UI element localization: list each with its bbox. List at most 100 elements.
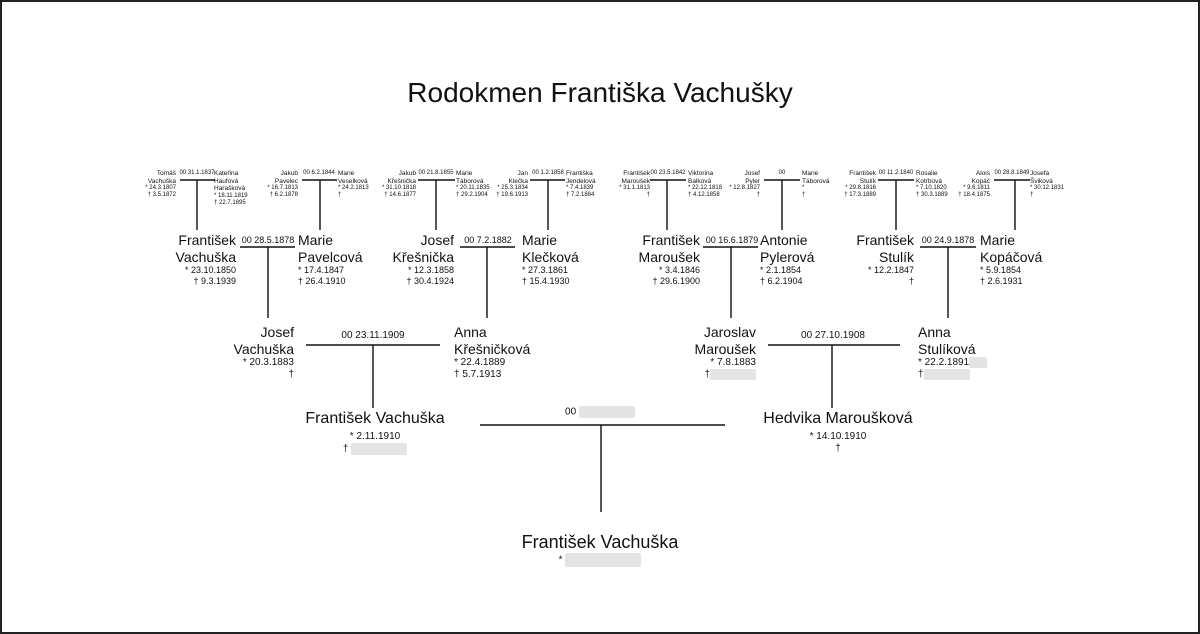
person-gen4-3-father: Jan Klečka * 25.3.1834 † 19.6.1913 [496,170,528,199]
person-gen4-5-father: Josef Pyler * 12.8.1827 † [729,170,760,199]
birth-date: * 27.3.1861 [522,265,569,276]
death-date: † 6.2.1878 [269,192,298,199]
person-name: Klečka [508,177,528,185]
person-name: Křešnička [387,177,416,185]
death-date: † 3.5.1872 [147,192,176,199]
person-name: Marie [522,232,558,248]
person-gen3-0-father: František Vachuška * 23.10.1850 † 9.3.19… [176,232,236,286]
birth-date: * 7.10.1820 [916,185,947,192]
marriage-date: 00 28.8.1849 [994,170,1030,176]
birth-date: * 20.3.1883 [242,357,294,369]
marriage-date: 00 [540,406,660,418]
birth-date: * 14.10.1910 [809,430,867,442]
marriage-date: 00 23.11.1909 [341,330,405,341]
death-date: † 30.4.1924 [406,275,454,286]
death-date: † 4.12.1858 [688,192,720,199]
person-name: František [642,232,700,248]
death-date: † 9.3.1939 [193,275,236,286]
person-name: Kotrbová [916,177,943,185]
person-name: František [849,170,876,177]
person-gen4-1-father: Jakub Pavelec * 16.7.1813 † 6.2.1878 [267,170,298,199]
death-date: † 22.7.1895 [214,200,246,207]
page-title: Rodokmen Františka Vachušky [407,77,793,108]
person-gen3-0-mother: Marie Pavelcová * 17.4.1847 † 26.4.1910 [298,232,363,286]
redacted-value [578,406,635,418]
birth-date: * [480,553,720,568]
birth-date: * 7.4.1839 [566,185,594,192]
birth-date: * 23.10.1850 [184,265,236,276]
person-name: Křešnička [392,248,454,265]
person-name: Šviková [1030,177,1053,185]
person-name: Pyler [745,177,760,185]
person-name: Alois [975,170,990,177]
death-date: † 14.6.1877 [384,192,416,199]
marriage-date: 00 21.8.1855 [418,170,454,176]
death-date: † [908,275,914,286]
person-name: Harašková [214,185,246,193]
person-gen4-3-mother: Františka Jendelová * 7.4.1839 † 7.2.188… [566,170,596,199]
birth-date: * 30.12.1831 [1030,185,1065,192]
death-date: † [695,368,756,381]
person-gen3-2-father: František Maroušek * 3.4.1846 † 29.6.190… [639,232,700,286]
person-gen4-4-father: František Maroušek * 31.1.1813 † [619,170,650,199]
person-name: Veselková [338,177,368,185]
person-name: Kateřina [214,170,239,177]
person-name: Jaroslav [703,324,756,340]
birth-date: * 12.2.1847 [867,265,914,276]
person-gen4-1-mother: Marie Veselková * 24.2.1813 † [338,170,369,199]
death-date: † 2.6.1931 [980,275,1023,286]
marriage-date: 00 23.5.1842 [650,170,686,176]
marriage-date: 00 1.2.1858 [532,170,564,176]
redacted-value [923,368,970,380]
person-name: Maroušek [638,248,700,265]
person-subject: František Vachuška * [480,532,720,568]
marriage-date: 00 11.2.1840 [878,170,914,176]
death-date: † [802,192,806,199]
death-date: † 19.6.1913 [496,192,528,199]
person-name: Vachuška [147,177,176,185]
birth-date: * 2.1.1854 [760,265,802,276]
person-name: Pavelcová [298,248,363,265]
birth-date: * 5.9.1854 [980,265,1022,276]
person-name: Stulík [878,248,914,265]
person-gen2-0-mother: Anna Křešničková * 22.4.1889 † 5.7.1913 [454,324,530,381]
person-father: František Vachuška * 2.11.1910 † [270,410,480,455]
person-name: Vachuška [233,340,294,357]
marriage-date: 00 24.9.1878 [921,235,975,245]
person-name: Balková [688,177,712,185]
death-date: † 17.3.1889 [844,192,876,199]
marriage-date: 00 27.10.1908 [801,330,865,341]
death-date: † [756,192,760,199]
person-name: Kopáčová [980,248,1043,265]
person-mother: Hedvika Maroušková * 14.10.1910 † [738,410,938,454]
birth-date: * 3.4.1846 [658,265,700,276]
person-gen3-3-mother: Marie Kopáčová * 5.9.1854 † 2.6.1931 [980,232,1042,286]
person-gen2-0-father: Josef Vachuška * 20.3.1883 † [234,324,294,381]
birth-date: * 31.10.1818 [381,185,416,192]
person-name: Anna [454,324,487,340]
marriage-date: 00 16.6.1879 [705,235,759,245]
redacted-value [969,357,988,369]
person-name: Táborová [802,177,830,185]
birth-date: * 22.4.1889 [454,357,506,369]
person-name: Rosalie [916,170,938,177]
person-gen4-0-mother: Kateřina Haufová Harašková * 18.11.1819 … [214,170,248,207]
death-date: † [270,442,480,455]
birth-date: * 9.6.1811 [963,185,990,192]
marriage-date: 00 [778,170,786,176]
death-date: † 29.6.1900 [652,275,700,286]
death-date: † [835,442,841,454]
person-name: Marie [298,232,334,248]
person-gen2-1-mother: Anna Stulíková * 22.2.1891 † [918,324,988,381]
person-name: Stulíková [918,340,976,357]
birth-date: * 17.4.1847 [298,265,345,276]
death-date: † 15.4.1930 [522,275,570,286]
person-name: Pavelec [274,177,298,185]
person-name: Jakub [398,170,416,177]
person-name: Tomáš [156,170,176,177]
person-name: Táborová [456,177,484,185]
birth-date: * 31.1.1813 [619,185,650,192]
birth-date: * 22.12.1818 [688,185,723,192]
person-name: František [178,232,236,248]
